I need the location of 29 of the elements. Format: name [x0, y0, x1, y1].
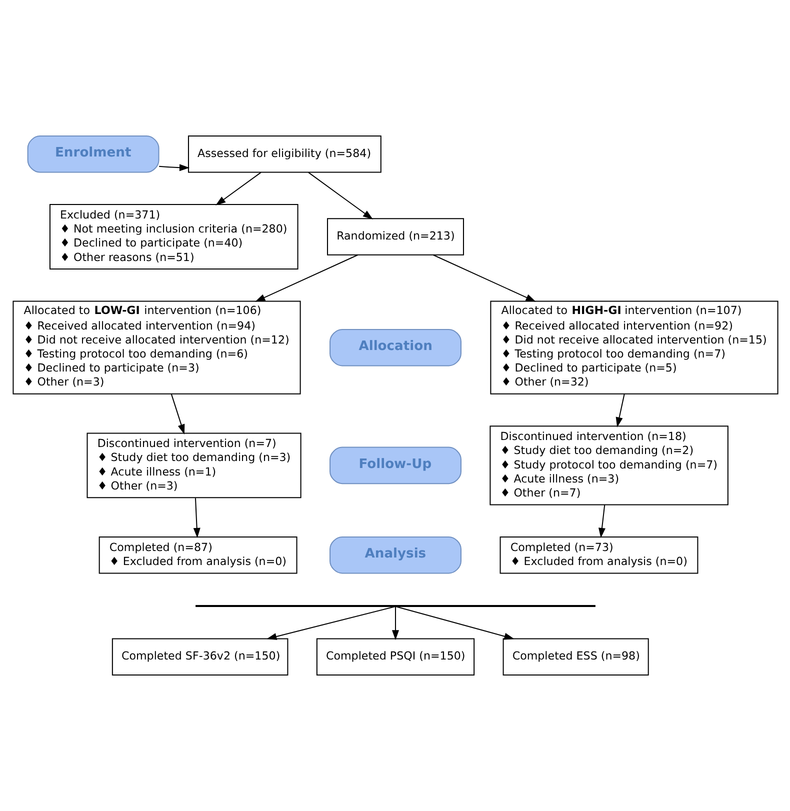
node-box: Completed ESS (n=98) [502, 638, 648, 676]
node-box: Excluded (n=371) ♦ Not meeting inclusion criteria (n=280) ♦ Declined to participate (n=40) ♦ Other reasons (n=51) [48, 204, 298, 270]
node-box: Completed (n=73) ♦ Excluded from analysis (n=0) [499, 536, 698, 574]
node-box: Analysis [329, 536, 461, 574]
node-box: Completed SF-36v2 (n=150) [111, 638, 288, 676]
node-box: Discontinued intervention (n=7) ♦ Study diet too demanding (n=3) ♦ Acute illness (n=1) ♦ Other (n=3) [86, 432, 301, 498]
node-box: Follow-Up [329, 446, 461, 484]
arrow [615, 394, 624, 428]
arrow [254, 254, 358, 302]
arrow [192, 498, 200, 538]
arrow [215, 172, 261, 206]
node-box: Allocated to LOW-GI intervention (n=106) ♦ Received allocated intervention (n=94) ♦ Did not receive allocated intervention (n=12) ♦ Testing protocol too demanding (n=6) ♦ Declined to participate (n=3) ♦ Other (n=3) [12, 300, 300, 394]
arrow [158, 164, 190, 172]
arrow [598, 504, 605, 538]
arrow [395, 606, 514, 640]
arrow [266, 606, 395, 640]
node-box: Allocation [329, 328, 461, 366]
arrow [308, 172, 372, 220]
node-box: Assessed for eligibility (n=584) [187, 136, 381, 173]
arrow [432, 254, 536, 302]
arrow [170, 394, 184, 434]
arrow [391, 606, 399, 640]
node-box: Randomized (n=213) [326, 218, 464, 256]
node-bar [195, 604, 595, 607]
node-box: Completed (n=87) ♦ Excluded from analysis (n=0) [98, 536, 297, 574]
node-box: Discontinued intervention (n=18) ♦ Study diet too demanding (n=2) ♦ Study protocol too demanding (n=7) ♦ Acute illness (n=3) ♦ Other (n=7) [489, 426, 728, 506]
node-box: Completed PSQI (n=150) [316, 638, 474, 676]
node-box: Allocated to HIGH-GI intervention (n=107) ♦ Received allocated intervention (n=92) ♦ Did not receive allocated intervention (n=15) ♦ Testing protocol too demanding (n=7) ♦ Declined to participate (n=5) ♦ Other (n=32) [490, 300, 778, 394]
node-box: Enrolment [26, 136, 159, 173]
